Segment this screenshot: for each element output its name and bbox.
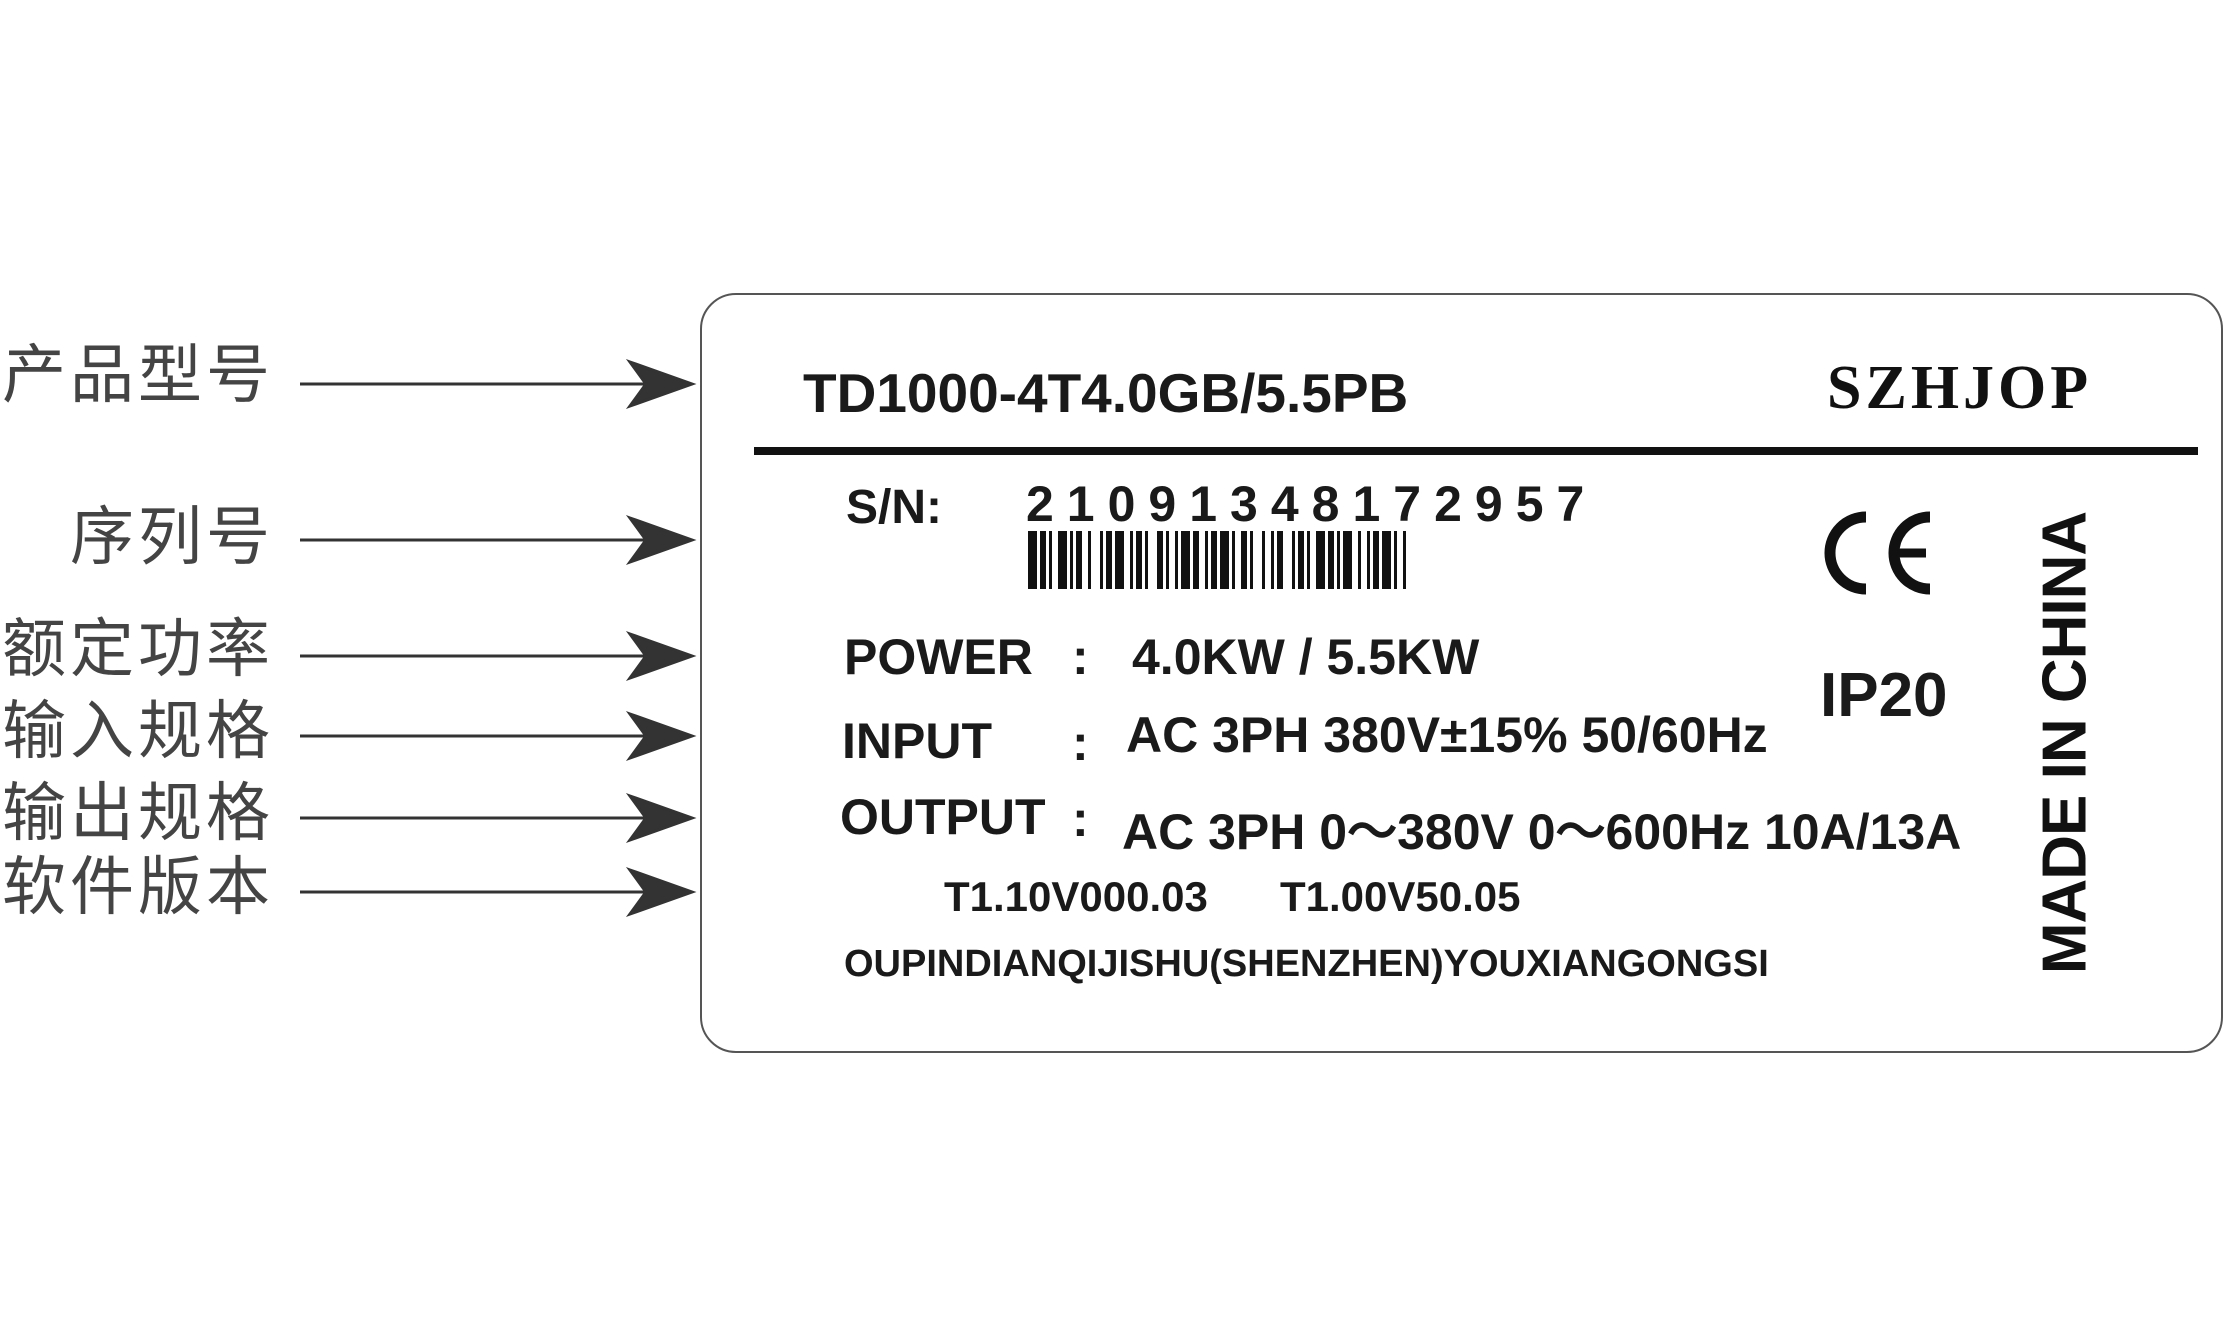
spec-label-power: POWER [844, 629, 1033, 685]
barcode-bar [1307, 531, 1310, 589]
barcode-bar [1298, 531, 1304, 589]
barcode-bar [1250, 531, 1253, 589]
manufacturer-name: OUPINDIANQIJISHU(SHENZHEN)YOUXIANGONGSI [844, 943, 1769, 985]
arrow-rated-power [300, 630, 697, 682]
arrow-serial-number [300, 514, 697, 566]
brand-logo: SZHJOP [1827, 354, 2093, 422]
serial-label: S/N: [846, 481, 942, 534]
barcode-bar [1343, 531, 1352, 589]
barcode-bar [1058, 531, 1067, 589]
barcode-bar [1130, 531, 1133, 589]
serial-barcode [1028, 531, 1406, 589]
arrow-output-spec [300, 792, 697, 844]
spec-colon-power: : [1072, 629, 1089, 685]
barcode-bar [1337, 531, 1340, 589]
barcode-bar [1241, 531, 1247, 589]
barcode-bar [1106, 531, 1112, 589]
barcode-bar [1115, 531, 1124, 589]
callout-label-software-version: 软件版本 [2, 851, 274, 925]
barcode-bar [1076, 531, 1082, 589]
barcode-bar [1166, 531, 1169, 589]
barcode-bar [1271, 531, 1274, 589]
spec-value-input: AC 3PH 380V±15% 50/60Hz [1126, 707, 1768, 763]
spec-value-power: 4.0KW / 5.5KW [1132, 629, 1480, 685]
barcode-bar [1262, 531, 1265, 589]
ce-mark-icon [1824, 511, 1931, 595]
barcode-bar [1193, 531, 1199, 589]
barcode-bar [1181, 531, 1190, 589]
barcode-bar [1358, 531, 1361, 589]
spec-colon-input: : [1072, 715, 1089, 771]
barcode-bar [1232, 531, 1235, 589]
barcode-bar [1028, 531, 1037, 589]
barcode-bar [1088, 531, 1091, 589]
callout-label-rated-power: 额定功率 [2, 613, 274, 687]
barcode-bar [1367, 531, 1370, 589]
barcode-bar [1040, 531, 1046, 589]
barcode-bar [1382, 531, 1391, 589]
spec-colon-output: : [1072, 791, 1089, 847]
callout-label-input-spec: 输入规格 [2, 695, 274, 769]
barcode-bar [1157, 531, 1163, 589]
callout-label-serial-number: 序列号 [70, 501, 274, 575]
barcode-bar [1175, 531, 1178, 589]
barcode-bar [1211, 531, 1217, 589]
software-version-1: T1.10V000.03 [944, 873, 1208, 920]
barcode-bar [1070, 531, 1073, 589]
callout-label-product-model: 产品型号 [2, 339, 274, 413]
software-version-2: T1.00V50.05 [1280, 873, 1521, 920]
callout-label-output-spec: 输出规格 [2, 777, 274, 851]
serial-number: 21091348172957 [1026, 476, 1598, 532]
barcode-bar [1394, 531, 1397, 589]
barcode-bar [1328, 531, 1334, 589]
barcode-bar [1220, 531, 1229, 589]
barcode-bar [1136, 531, 1142, 589]
ip-rating: IP20 [1820, 661, 1948, 730]
nameplate: TD1000-4T4.0GB/5.5PB SZHJOP S/N: 2109134… [700, 293, 2223, 1053]
barcode-bar [1145, 531, 1148, 589]
header-divider [754, 447, 2198, 455]
spec-label-output: OUTPUT [840, 789, 1046, 845]
barcode-bar [1403, 531, 1406, 589]
barcode-bar [1049, 531, 1052, 589]
spec-value-output: AC 3PH 0～380V 0～600Hz 10A/13A [1122, 804, 1962, 860]
origin-label: MADE IN CHINA [2030, 511, 2100, 975]
barcode-bar [1100, 531, 1103, 589]
callout-arrows [300, 358, 697, 918]
arrow-product-model [300, 358, 697, 410]
barcode-bar [1292, 531, 1295, 589]
spec-label-input: INPUT [842, 713, 992, 769]
barcode-bar [1205, 531, 1208, 589]
barcode-bar [1316, 531, 1325, 589]
barcode-bar [1277, 531, 1283, 589]
barcode-bar [1373, 531, 1379, 589]
arrow-software-version [300, 866, 697, 918]
model-number: TD1000-4T4.0GB/5.5PB [803, 362, 1409, 424]
arrow-input-spec [300, 710, 697, 762]
